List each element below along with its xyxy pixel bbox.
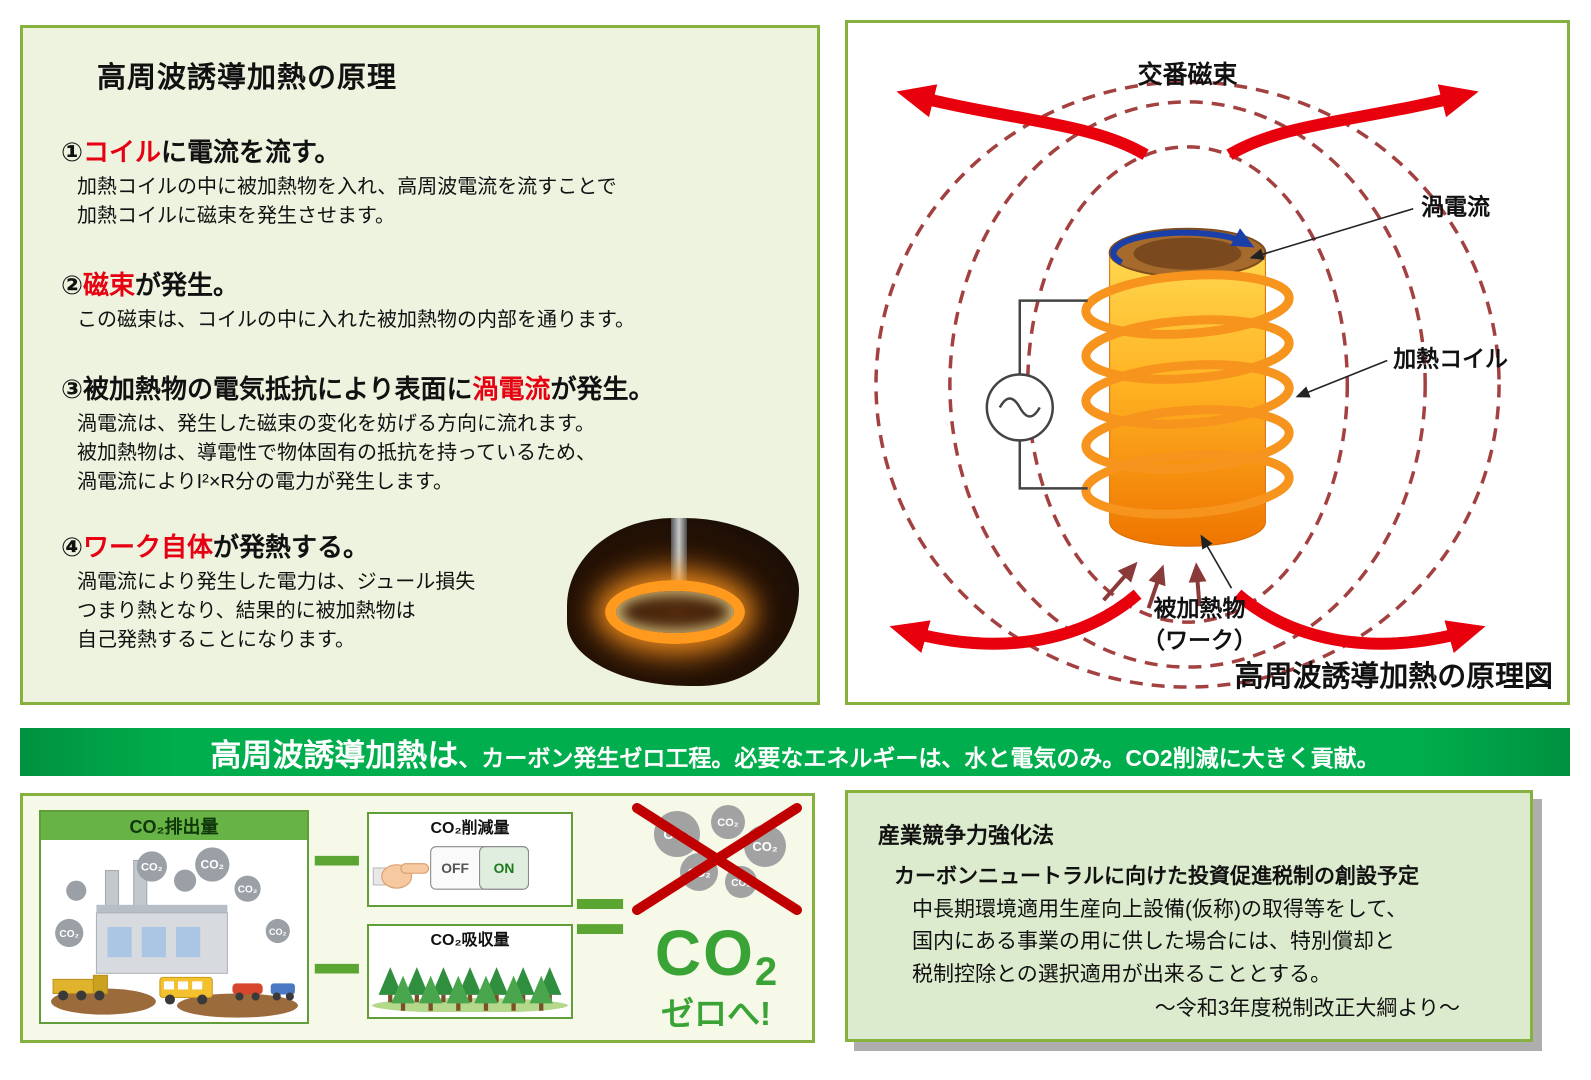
diagram-panel: 交番磁束 渦電流 加熱コイル 被加熱物 （ワーク） 高周波誘導加熱の原理図: [845, 20, 1570, 705]
step-body-line: つまり熱となり、結果的に被加熱物は: [77, 600, 416, 622]
eddy-current-arrow: [1110, 228, 1255, 266]
heating-coil: [1081, 270, 1294, 519]
law-line: 国内にある事業の用に供した場合には、特別償却と: [912, 930, 1395, 954]
label-alternating-flux: 交番磁束: [1138, 60, 1238, 89]
step-post: が発生。: [550, 374, 655, 404]
step-post: が発熱する。: [213, 532, 370, 562]
step-post: に電流を流す。: [161, 137, 341, 167]
principle-step-3: ③被加熱物の電気抵抗により表面に渦電流が発生。 渦電流は、発生した磁束の変化を妨…: [61, 369, 817, 497]
label-heating-coil: 加熱コイル: [1392, 345, 1508, 371]
minus-sign: −: [311, 918, 363, 1017]
banner-big-text: 高周波誘導加熱は: [210, 737, 459, 773]
reduction-box: CO₂削減量 OFF ON: [367, 812, 573, 907]
step-number: ③: [61, 374, 84, 404]
co2-zero-result: CO2 ゼロへ!: [621, 916, 811, 1035]
step-body-line: 加熱コイルの中に被加熱物を入れ、高周波電流を流すことで: [77, 176, 617, 198]
trees-icon: [372, 967, 568, 1013]
pointing-hand-icon: [372, 863, 430, 889]
field-entry-arrows: [1102, 561, 1207, 609]
step-heading: ③被加熱物の電気抵抗により表面に渦電流が発生。: [61, 369, 817, 406]
leader-lines: [1200, 207, 1414, 589]
co2-bubble-label: CO₂: [201, 858, 224, 872]
law-line: カーボンニュートラルに向けた投資促進税制の創設予定: [894, 865, 1419, 889]
step-body-line: 加熱コイルに磁束を発生させます。: [77, 205, 395, 227]
step-body: 渦電流により発生した電力は、ジュール損失 つまり熱となり、結果的に被加熱物は 自…: [77, 568, 817, 655]
step-heading: ①コイルに電流を流す。: [61, 132, 817, 169]
step-body-line: 被加熱物は、導電性で物体固有の抵抗を持っているため、: [77, 442, 596, 464]
glowing-coil: [605, 580, 745, 644]
flux-arrows: [889, 84, 1486, 654]
diagram-caption: 高周波誘導加熱の原理図: [1235, 661, 1553, 693]
principle-steps: ①コイルに電流を流す。 加熱コイルの中に被加熱物を入れ、高周波電流を流すことで …: [61, 132, 817, 655]
step-body-line: 渦電流により発生した電力は、ジュール損失: [77, 571, 476, 593]
co2-bubble-label: CO₂: [59, 929, 79, 940]
law-line: 税制控除との選択適用が出来ることとする。: [912, 962, 1332, 986]
step-body: 加熱コイルの中に被加熱物を入れ、高周波電流を流すことで 加熱コイルに磁束を発生さ…: [77, 173, 817, 231]
co2-panel: CO₂排出量 CO₂ CO₂ CO₂: [20, 793, 815, 1043]
principle-step-1: ①コイルに電流を流す。 加熱コイルの中に被加熱物を入れ、高周波電流を流すことで …: [61, 132, 817, 231]
step-keyword: ワーク自体: [83, 532, 214, 562]
switch-off-label: OFF: [441, 860, 469, 876]
reduction-box-title: CO₂削減量: [430, 820, 510, 837]
red-cross-icon: [632, 803, 802, 915]
label-workpiece-1: 被加熱物: [1154, 595, 1246, 621]
equals-sign: =: [573, 865, 627, 967]
absorption-box-title: CO₂吸収量: [430, 932, 510, 949]
principle-title: 高周波誘導加熱の原理: [97, 62, 398, 94]
step-number: ②: [61, 270, 84, 300]
step-keyword: コイル: [83, 137, 162, 167]
banner: 高周波誘導加熱は、カーボン発生ゼロ工程。必要なエネルギーは、水と電気のみ。CO2…: [20, 728, 1570, 776]
co2-bubble-label: CO₂: [731, 878, 750, 889]
step-body-line: この磁束は、コイルの中に入れた被加熱物の内部を通ります。: [77, 309, 635, 331]
step-number: ①: [61, 137, 84, 167]
step-body: 渦電流は、発生した磁束の変化を妨げる方向に流れます。 被加熱物は、導電性で物体固…: [77, 410, 817, 497]
step-post: が発生。: [135, 270, 240, 300]
off-on-switch-icon: OFF ON: [372, 846, 530, 890]
magnetic-field-lines: [874, 80, 1501, 689]
co2-zero-co: CO: [654, 917, 755, 989]
step-body-line: 渦電流は、発生した磁束の変化を妨げる方向に流れます。: [77, 413, 595, 435]
step-body-line: 渦電流によりI²×R分の電力が発生します。: [77, 471, 453, 493]
principle-panel: 高周波誘導加熱の原理 ①コイルに電流を流す。 加熱コイルの中に被加熱物を入れ、高…: [20, 25, 820, 705]
emission-box-header: CO₂排出量: [41, 812, 307, 840]
co2-bubble-label: CO₂: [752, 839, 778, 854]
label-workpiece-2: （ワーク）: [1142, 627, 1257, 653]
factory-icon: CO₂ CO₂ CO₂ CO₂ CO₂: [51, 847, 298, 1018]
step-body-line: 自己発熱することになります。: [77, 629, 355, 651]
induction-diagram: 交番磁束 渦電流 加熱コイル 被加熱物 （ワーク） 高周波誘導加熱の原理図: [874, 60, 1553, 693]
switch-on-label: ON: [494, 860, 515, 876]
co2-zero-sub: 2: [754, 950, 778, 994]
co2-bubble-label: CO₂: [717, 817, 739, 829]
emission-box: CO₂排出量 CO₂ CO₂ CO₂: [39, 810, 309, 1024]
co2-bubble-label: CO₂: [141, 862, 163, 874]
crossed-co2-icon: CO₂ CO₂ CO₂ CO₂ CO₂: [632, 803, 802, 915]
law-title: 産業競争力強化法: [878, 823, 1055, 848]
absorption-box: CO₂吸収量: [367, 924, 573, 1019]
label-eddy-current: 渦電流: [1421, 194, 1490, 220]
co2-bubble-label: CO₂: [269, 927, 287, 937]
step-body: この磁束は、コイルの中に入れた被加熱物の内部を通ります。: [77, 306, 817, 335]
co2-zero-word: CO2: [621, 916, 811, 995]
ac-source-icon: [985, 299, 1088, 490]
step-pre: 被加熱物の電気抵抗により表面に: [83, 374, 473, 404]
minus-sign: −: [311, 810, 363, 909]
co2-bubble-label: CO₂: [238, 885, 258, 896]
step-keyword: 渦電流: [472, 374, 551, 404]
banner-small-text: 、カーボン発生ゼロ工程。必要なエネルギーは、水と電気のみ。CO2削減に大きく貢献…: [458, 744, 1380, 771]
step-heading: ②磁束が発生。: [61, 265, 817, 302]
law-line: 中長期環境適用生産向上設備(仮称)の取得等をして、: [912, 897, 1408, 921]
principle-step-2: ②磁束が発生。 この磁束は、コイルの中に入れた被加熱物の内部を通ります。: [61, 265, 817, 335]
law-source: ～令和3年度税制改正大綱より～: [1154, 997, 1460, 1021]
step-keyword: 磁束: [83, 270, 136, 300]
workpiece-rod: [671, 518, 687, 582]
induction-heating-photo: [567, 518, 799, 686]
step-heading: ④ワーク自体が発熱する。: [61, 527, 817, 564]
principle-step-4: ④ワーク自体が発熱する。 渦電流により発生した電力は、ジュール損失 つまり熱とな…: [61, 527, 817, 655]
banner-text: 高周波誘導加熱は、カーボン発生ゼロ工程。必要なエネルギーは、水と電気のみ。CO2…: [210, 730, 1379, 775]
step-number: ④: [61, 532, 84, 562]
law-panel: 産業競争力強化法 カーボンニュートラルに向けた投資促進税制の創設予定 中長期環境…: [845, 790, 1533, 1042]
co2-zero-text: ゼロへ!: [661, 995, 771, 1032]
